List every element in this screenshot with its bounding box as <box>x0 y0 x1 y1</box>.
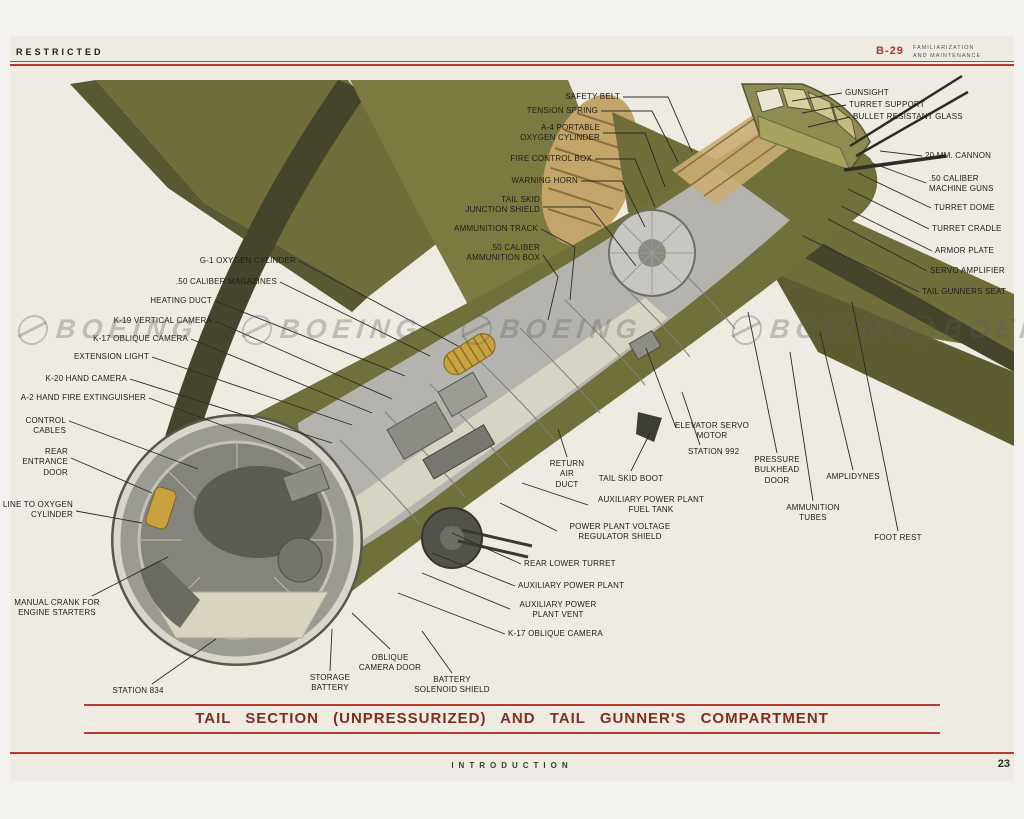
title-rule-bottom <box>84 732 940 734</box>
label-turret-support: TURRET SUPPORT <box>849 100 925 109</box>
label-a4-portable-oxygen-cylinder: A-4 PORTABLE OXYGEN CYLINDER <box>520 123 600 143</box>
page-number: 23 <box>997 758 1010 770</box>
label-servo-amplifier: SERVO AMPLIFIER <box>930 266 1005 275</box>
label-k17-oblique-camera-upper: K-17 OBLIQUE CAMERA <box>93 334 188 343</box>
label-auxiliary-power-plant-vent: AUXILIARY POWER PLANT VENT <box>519 600 597 620</box>
label-elevator-servo-motor: ELEVATOR SERVO MOTOR <box>674 421 750 441</box>
label-storage-battery: STORAGE BATTERY <box>309 673 351 693</box>
label-50-caliber-magazines: .50 CALIBER MAGAZINES <box>175 277 277 286</box>
label-safety-belt: SAFETY BELT <box>565 92 620 101</box>
label-20mm-cannon: 20 MM. CANNON <box>925 151 992 160</box>
label-battery-solenoid-shield: BATTERY SOLENOID SHIELD <box>414 675 490 695</box>
label-return-air-duct: RETURN AIR DUCT <box>549 459 585 489</box>
label-pressure-bulkhead-door: PRESSURE BULKHEAD DOOR <box>754 455 800 485</box>
label-ammunition-track: AMMUNITION TRACK <box>454 224 538 233</box>
label-station-992: STATION 992 <box>688 447 740 456</box>
doc-subtitle: FAMILIARIZATION AND MAINTENANCE <box>913 45 982 59</box>
label-station-834: STATION 834 <box>112 686 164 695</box>
label-k19-vertical-camera: K-19 VERTICAL CAMERA <box>113 316 212 325</box>
label-fire-control-box: FIRE CONTROL BOX <box>510 154 592 163</box>
label-tension-spring: TENSION SPRING <box>526 106 598 115</box>
label-turret-cradle: TURRET CRADLE <box>932 224 1002 233</box>
label-control-cables: CONTROL CABLES <box>25 416 66 436</box>
label-tail-gunners-seat: TAIL GUNNERS SEAT <box>922 287 1007 296</box>
label-50-caliber-machine-guns: .50 CALIBER MACHINE GUNS <box>929 174 994 194</box>
header-rule-red <box>10 64 1014 66</box>
label-extension-light: EXTENSION LIGHT <box>73 352 149 361</box>
figure-title: TAIL SECTION (UNPRESSURIZED) AND TAIL GU… <box>195 710 829 727</box>
label-rear-entrance-door: REAR ENTRANCE DOOR <box>22 447 68 477</box>
label-gunsight: GUNSIGHT <box>845 88 889 97</box>
label-k20-hand-camera: K-20 HAND CAMERA <box>45 374 127 383</box>
label-g1-oxygen-cylinder: G-1 OXYGEN CYLINDER <box>199 256 296 265</box>
doc-code: B-29 <box>876 45 904 57</box>
header-rule-dark <box>10 61 1014 62</box>
label-manual-crank-for-engine-starters: MANUAL CRANK FOR ENGINE STARTERS <box>14 598 100 618</box>
label-k17-oblique-camera-lower: K-17 OBLIQUE CAMERA <box>508 629 603 638</box>
label-rear-lower-turret: REAR LOWER TURRET <box>524 559 616 568</box>
label-power-plant-voltage-regulator-shield: POWER PLANT VOLTAGE REGULATOR SHIELD <box>569 522 671 542</box>
label-warning-horn: WARNING HORN <box>511 176 578 185</box>
label-auxiliary-power-plant: AUXILIARY POWER PLANT <box>518 581 625 590</box>
label-tail-skid-boot: TAIL SKID BOOT <box>598 474 664 483</box>
label-foot-rest: FOOT REST <box>874 533 922 542</box>
label-bullet-resistant-glass: BULLET RESISTANT GLASS <box>853 112 963 121</box>
label-amplidynes: AMPLIDYNES <box>826 472 880 481</box>
label-oblique-camera-door: OBLIQUE CAMERA DOOR <box>358 653 422 673</box>
label-ammunition-tubes: AMMUNITION TUBES <box>786 503 840 523</box>
title-rule-top <box>84 704 940 706</box>
footer-section-title: INTRODUCTION <box>451 761 573 770</box>
label-tail-skid-junction-shield: TAIL SKID JUNCTION SHIELD <box>465 195 540 215</box>
footer-rule <box>10 752 1014 754</box>
label-turret-dome: TURRET DOME <box>934 203 995 212</box>
label-auxiliary-power-plant-fuel-tank: AUXILIARY POWER PLANT FUEL TANK <box>597 495 705 515</box>
label-a2-hand-fire-extinguisher: A-2 HAND FIRE EXTINGUISHER <box>20 393 146 402</box>
label-50-caliber-ammunition-box: .50 CALIBER AMMUNITION BOX <box>466 243 540 263</box>
label-heating-duct: HEATING DUCT <box>150 296 212 305</box>
label-armor-plate: ARMOR PLATE <box>935 246 994 255</box>
classification-stamp: RESTRICTED <box>16 47 104 57</box>
label-line-to-oxygen-cylinder: LINE TO OXYGEN CYLINDER <box>2 500 73 520</box>
